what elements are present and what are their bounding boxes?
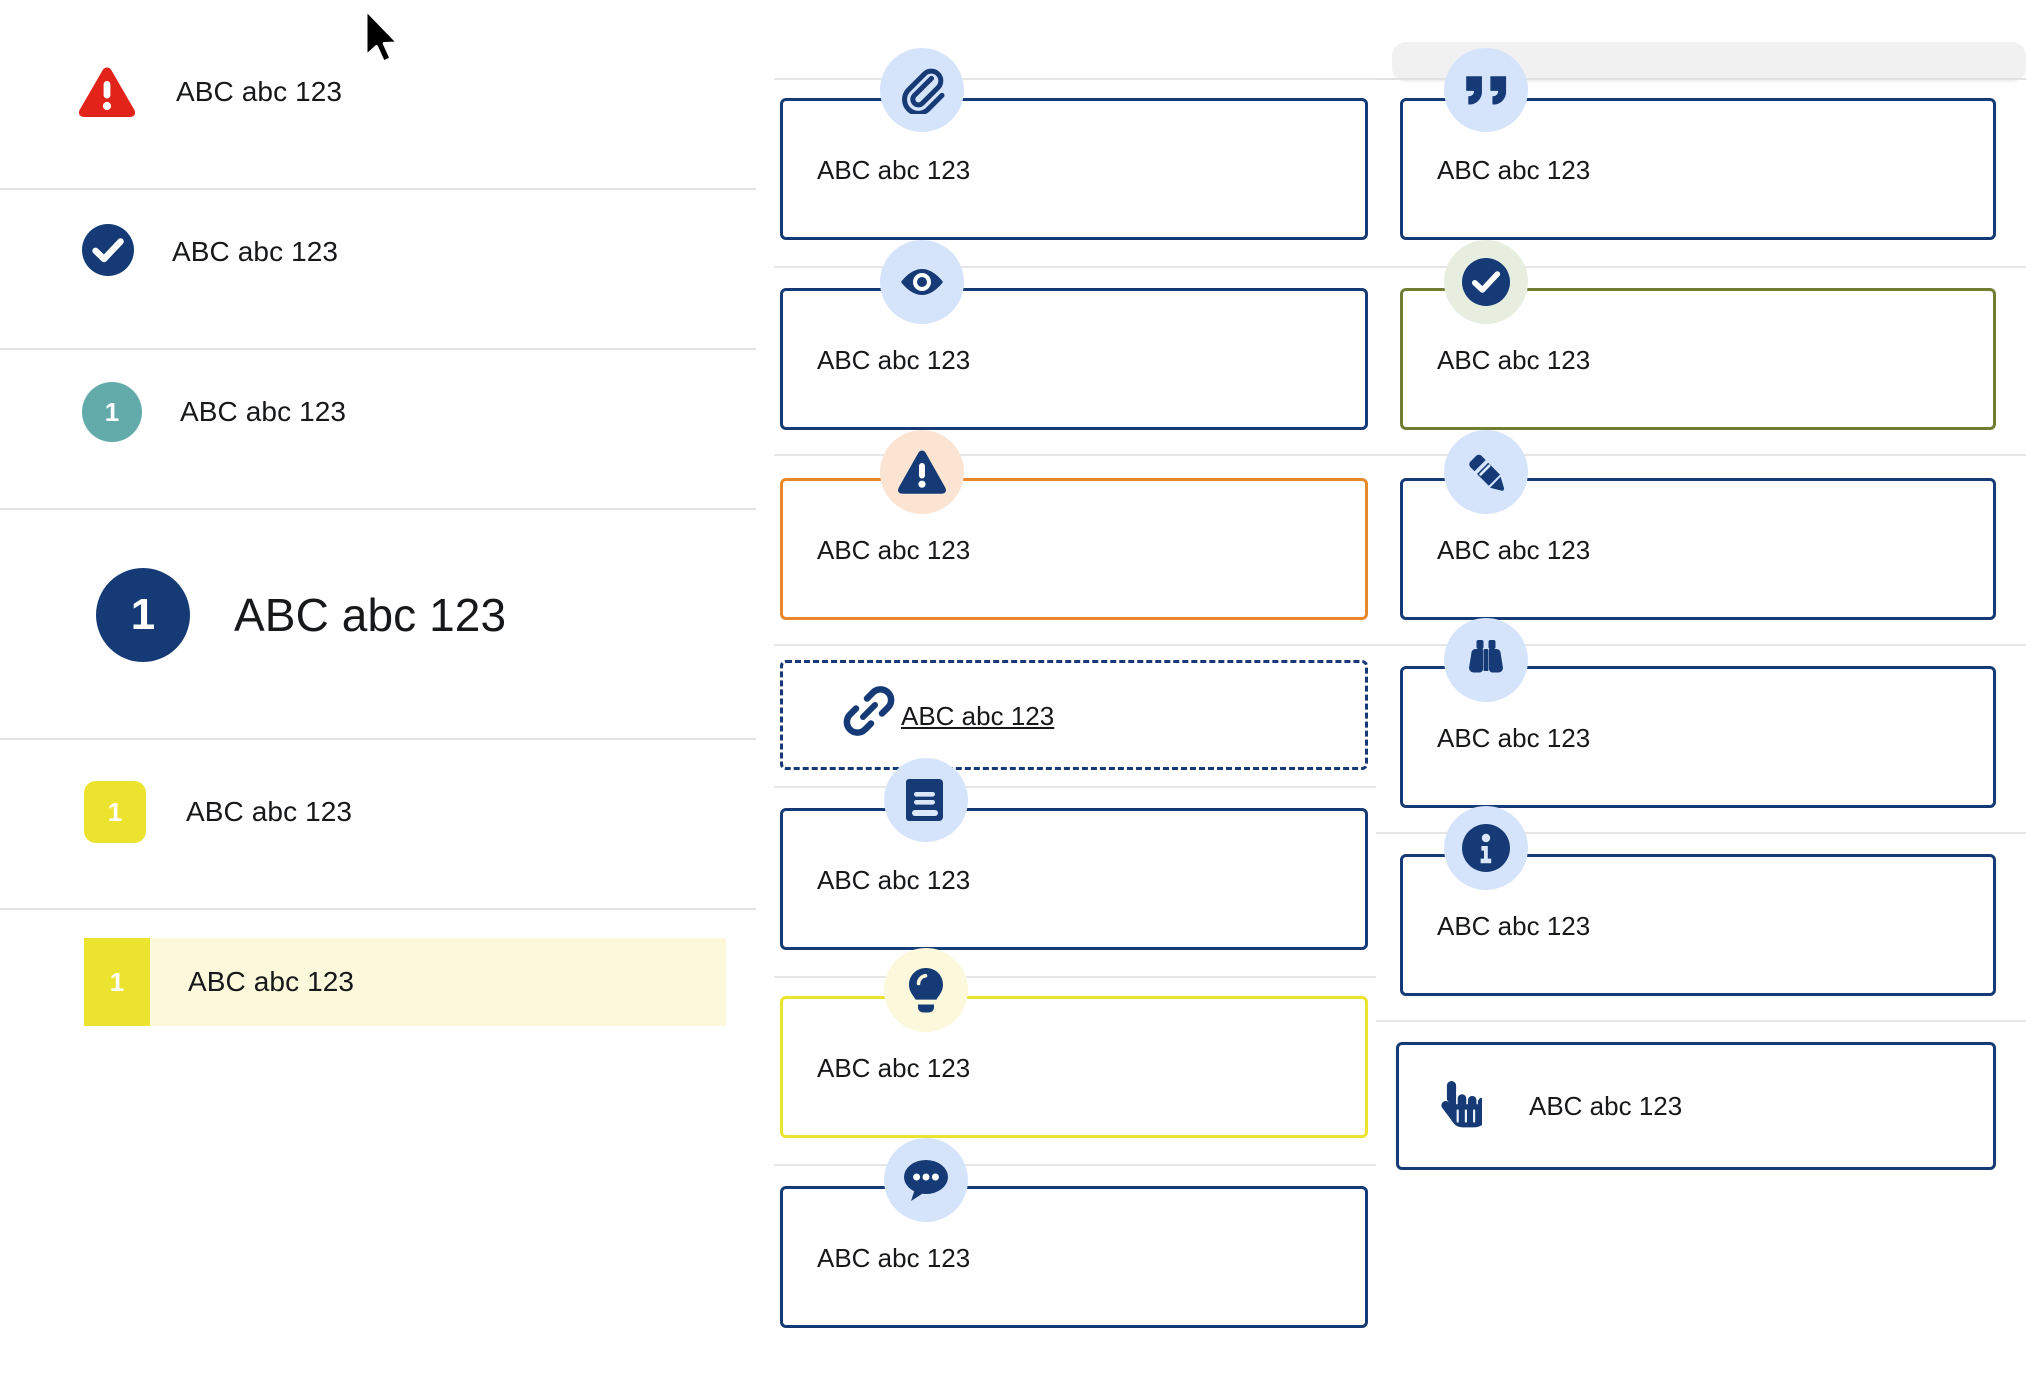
sidebar-item-label: ABC abc 123 [186, 796, 353, 827]
card-preview[interactable]: ABC abc 123 [780, 288, 1368, 430]
link-icon [830, 672, 908, 750]
sidebar-item-numbered-active-highlight [84, 938, 726, 1026]
divider [0, 738, 756, 740]
hand-pointer-icon [1414, 1060, 1502, 1148]
card-label: ABC abc 123 [817, 1243, 971, 1273]
sidebar: ABC abc 123 ABC abc 123 1 ABC abc 123 [0, 0, 756, 1392]
card-warning[interactable]: ABC abc 123 [780, 478, 1368, 620]
card-label: ABC abc 123 [1437, 535, 1591, 565]
divider [0, 508, 756, 510]
check-circle-icon [1444, 240, 1528, 324]
sidebar-item-alert[interactable]: ABC abc 123 [0, 52, 756, 132]
info-circle-icon [1444, 806, 1528, 890]
badge-count: 1 [107, 796, 123, 827]
check-circle-icon [82, 223, 134, 281]
badge-count: 1 [109, 966, 125, 997]
row-divider [774, 454, 1376, 456]
row-divider [1376, 78, 2026, 80]
card-glossary[interactable]: ABC abc 123 [780, 808, 1368, 950]
sidebar-item-success[interactable]: ABC abc 123 [0, 212, 756, 292]
row-divider [774, 786, 1376, 788]
card-label: ABC abc 123 [1437, 345, 1591, 375]
sidebar-item-numbered-large[interactable]: 1 ABC abc 123 [0, 560, 756, 670]
card-label: ABC abc 123 [1437, 911, 1591, 941]
card-label: ABC abc 123 [817, 155, 971, 185]
row-divider [774, 976, 1376, 978]
binoculars-icon [1444, 618, 1528, 702]
divider [0, 348, 756, 350]
sidebar-item-numbered-teal[interactable]: 1 ABC abc 123 [0, 372, 756, 452]
row-divider [774, 78, 1376, 80]
number-badge-icon: 1 [84, 781, 146, 843]
lightbulb-icon [884, 948, 968, 1032]
divider [0, 908, 756, 910]
card-action[interactable]: ABC abc 123 [1396, 1042, 1996, 1170]
chat-bubble-icon [884, 1138, 968, 1222]
sidebar-item-label: ABC abc 123 [176, 76, 343, 107]
mouse-pointer [362, 8, 406, 75]
badge-count: 1 [130, 590, 156, 639]
card-label: ABC abc 123 [817, 865, 971, 895]
warning-triangle-icon [78, 66, 136, 118]
number-badge-icon: 1 [82, 382, 142, 442]
sidebar-item-label: ABC abc 123 [172, 236, 339, 267]
number-badge-icon: 1 [84, 938, 150, 1026]
number-badge-icon: 1 [96, 568, 190, 662]
sidebar-item-label: ABC abc 123 [188, 966, 355, 997]
row-divider [1376, 832, 2026, 834]
card-attachment[interactable]: ABC abc 123 [780, 98, 1368, 240]
book-icon [884, 758, 968, 842]
paperclip-icon [880, 48, 964, 132]
card-label: ABC abc 123 [817, 535, 971, 565]
row-divider [1376, 644, 2026, 646]
row-divider [774, 1164, 1376, 1166]
quote-icon [1444, 48, 1528, 132]
card-tip[interactable]: ABC abc 123 [780, 996, 1368, 1138]
sidebar-item-label: ABC abc 123 [180, 396, 347, 427]
warning-triangle-icon [880, 430, 964, 514]
pencil-icon [1444, 430, 1528, 514]
badge-count: 1 [104, 396, 120, 427]
row-divider [1376, 1020, 2026, 1022]
row-divider [774, 644, 1376, 646]
card-label: ABC abc 123 [1437, 723, 1591, 753]
card-comment[interactable]: ABC abc 123 [780, 1186, 1368, 1328]
divider [0, 188, 756, 190]
card-link[interactable]: ABC abc 123 [780, 660, 1368, 770]
row-divider [774, 266, 1376, 268]
card-label: ABC abc 123 [901, 701, 1055, 731]
row-divider [1376, 266, 2026, 268]
sidebar-item-label: ABC abc 123 [234, 589, 507, 641]
card-label: ABC abc 123 [1437, 155, 1591, 185]
card-label: ABC abc 123 [817, 1053, 971, 1083]
row-divider [1376, 454, 2026, 456]
sidebar-item-numbered-active[interactable]: 1 ABC abc 123 [0, 938, 756, 1026]
card-label: ABC abc 123 [1529, 1091, 1683, 1121]
sidebar-item-numbered-yellow[interactable]: 1 ABC abc 123 [0, 772, 756, 852]
eye-icon [880, 240, 964, 324]
card-label: ABC abc 123 [817, 345, 971, 375]
